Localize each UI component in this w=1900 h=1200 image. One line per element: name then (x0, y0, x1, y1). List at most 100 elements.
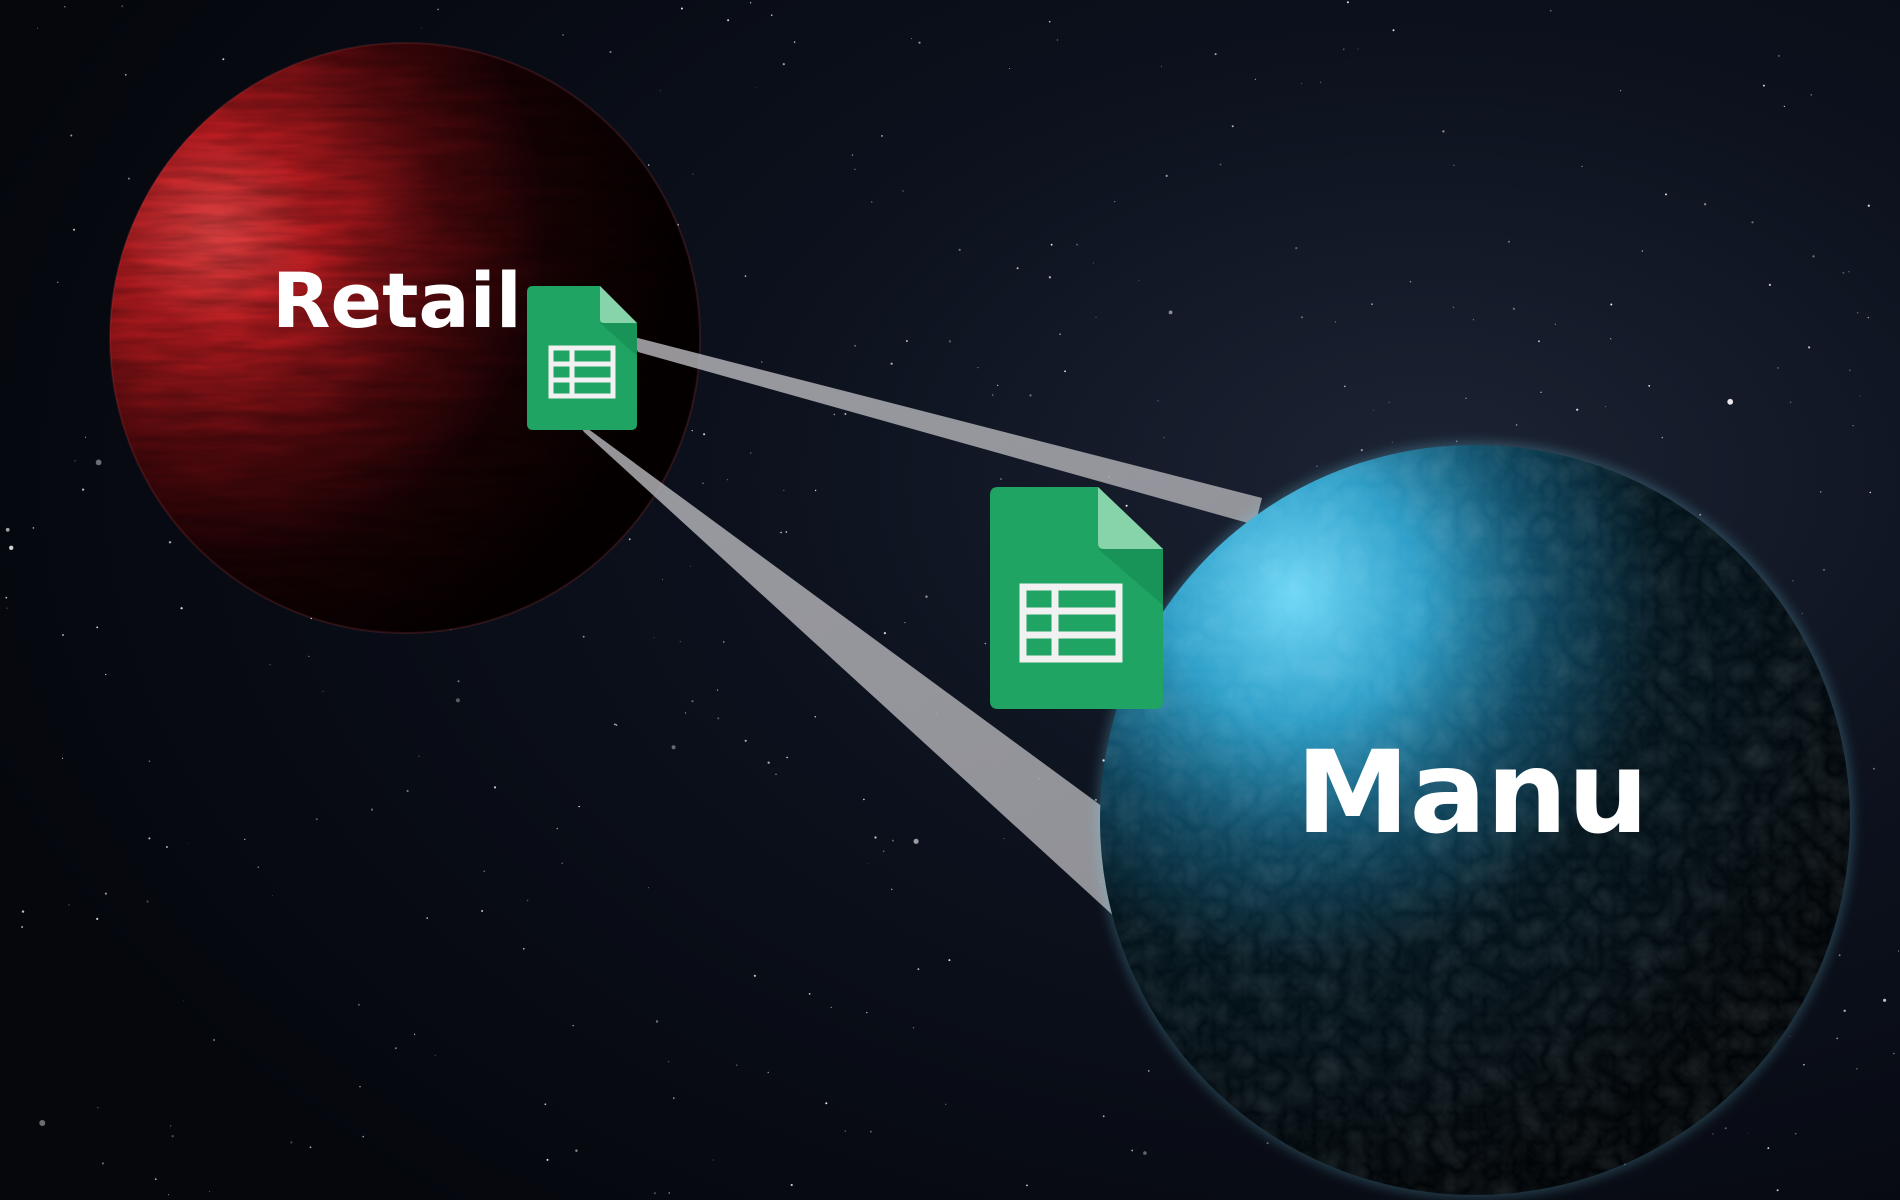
star (991, 394, 994, 396)
star (101, 1162, 104, 1165)
connection-beam-lower (576, 420, 1118, 920)
star (911, 38, 912, 39)
star (95, 459, 102, 466)
star (744, 275, 747, 277)
star (357, 1003, 360, 1006)
star (1801, 612, 1803, 614)
star (168, 1194, 170, 1196)
star (958, 248, 961, 251)
star (183, 1000, 185, 1002)
star (5, 596, 8, 599)
star (1301, 316, 1303, 319)
star (825, 1102, 828, 1105)
star (169, 1125, 172, 1127)
star (1388, 401, 1390, 404)
retail-label: Retail (272, 256, 522, 345)
star (891, 839, 894, 842)
star (615, 724, 618, 726)
star (493, 786, 497, 789)
star (844, 1130, 846, 1132)
star (370, 808, 374, 811)
star (1114, 201, 1116, 203)
spreadsheet-icon (990, 487, 1163, 709)
star (1392, 29, 1395, 32)
star (1898, 950, 1900, 952)
star (1219, 163, 1222, 166)
star (1231, 125, 1234, 128)
star (854, 168, 856, 170)
star (997, 384, 999, 386)
star (244, 838, 246, 841)
star (690, 565, 692, 567)
star (1762, 84, 1765, 87)
star (309, 1146, 312, 1149)
star (1320, 81, 1322, 83)
star (124, 73, 127, 76)
star (414, 1033, 416, 1035)
star (21, 926, 23, 928)
star (1029, 394, 1032, 397)
star (691, 700, 694, 703)
star (1000, 478, 1002, 480)
star (6, 607, 8, 609)
star (1409, 280, 1412, 283)
star (1789, 401, 1792, 404)
star (673, 1097, 675, 1099)
star (544, 1103, 547, 1106)
star (1161, 65, 1162, 67)
star (526, 899, 529, 902)
star (1883, 998, 1887, 1002)
star (1026, 1184, 1028, 1187)
star (653, 637, 655, 638)
star (1295, 247, 1298, 250)
star (1777, 54, 1780, 57)
star (653, 1192, 657, 1195)
star (82, 488, 85, 491)
star (692, 173, 694, 175)
star (1751, 221, 1754, 224)
star (578, 805, 580, 808)
star (753, 974, 757, 977)
star (854, 344, 856, 347)
star (166, 846, 168, 848)
star (702, 482, 704, 484)
star (1143, 1151, 1147, 1155)
star (1661, 436, 1664, 439)
star (121, 5, 124, 8)
star (913, 838, 919, 844)
manu-planet (1097, 442, 1853, 1198)
star (1048, 276, 1052, 279)
star (1076, 243, 1079, 246)
star (9, 545, 14, 550)
star (785, 531, 788, 533)
star (655, 1020, 659, 1023)
star (780, 531, 782, 534)
star (1157, 400, 1159, 402)
star (977, 367, 979, 369)
star (871, 201, 873, 203)
star (561, 862, 564, 865)
star (168, 541, 172, 544)
star (290, 1141, 293, 1144)
star (437, 8, 439, 11)
star (866, 1012, 868, 1014)
star (684, 712, 687, 714)
star (1893, 1052, 1895, 1055)
star (455, 698, 460, 703)
star (891, 888, 893, 890)
star (668, 1192, 670, 1194)
star (1138, 280, 1140, 282)
star (782, 63, 785, 66)
star (575, 1149, 578, 1152)
star (481, 910, 484, 912)
star (434, 1054, 436, 1056)
star (1214, 53, 1217, 56)
star (1820, 491, 1822, 493)
manu-label: Manu (1296, 726, 1649, 859)
star (1360, 449, 1363, 452)
star (1727, 398, 1734, 405)
star (148, 837, 151, 840)
star (61, 757, 64, 760)
star (727, 19, 730, 22)
star (1836, 1037, 1839, 1040)
